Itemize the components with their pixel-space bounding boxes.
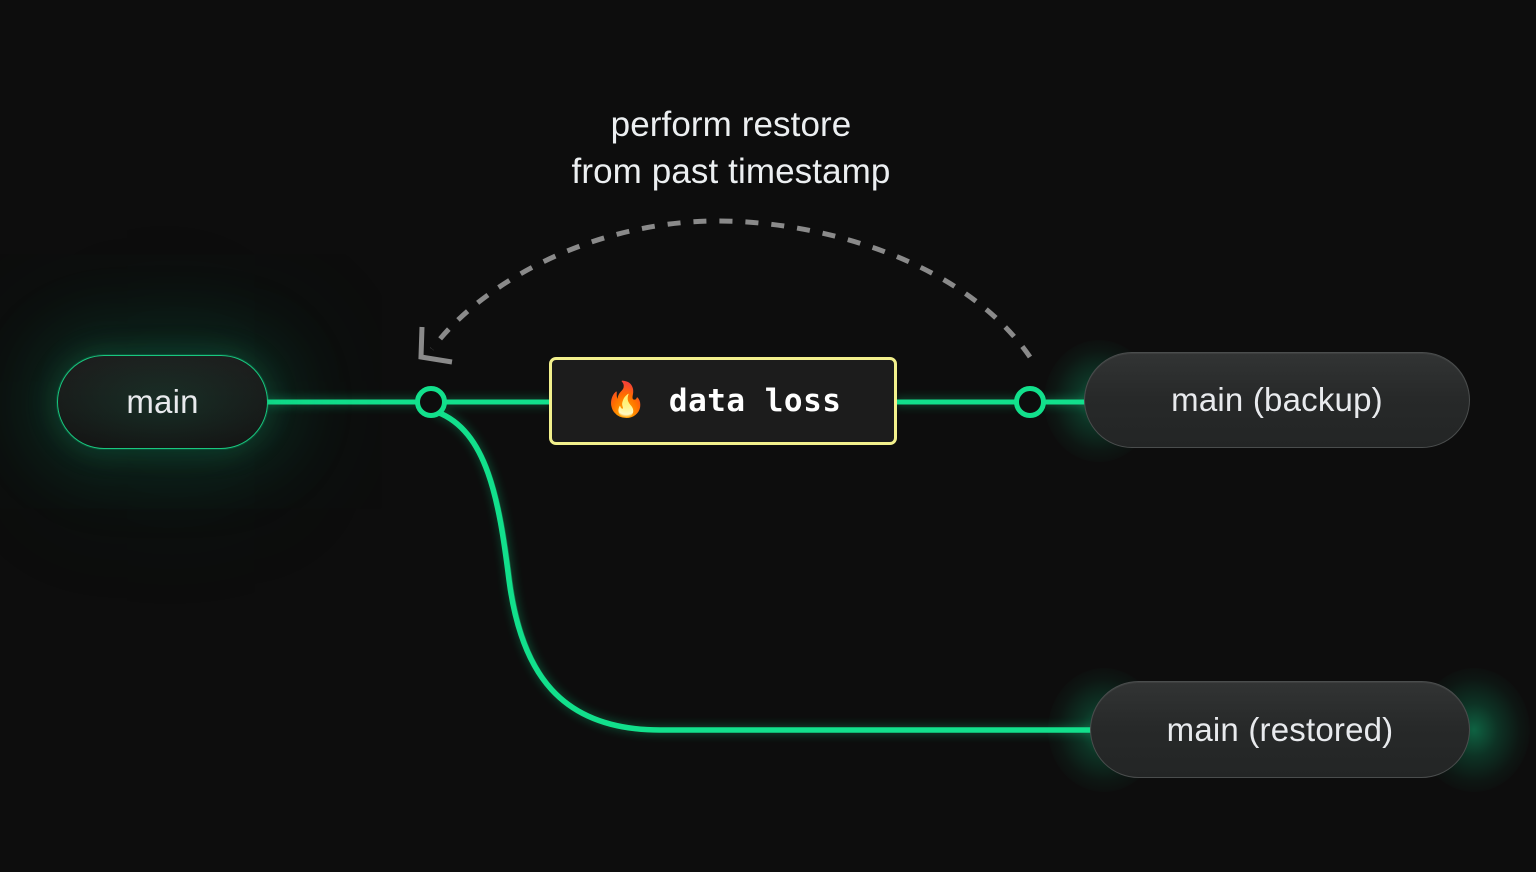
node-data-loss-label: data loss	[668, 383, 842, 419]
node-main[interactable]: main	[0, 284, 334, 522]
restore-arrow-arc	[430, 218, 1033, 359]
edge-junction-to-restored	[434, 409, 1099, 733]
node-data-loss[interactable]: 🔥 data loss	[549, 357, 897, 445]
branch-junction-node[interactable]	[415, 386, 447, 418]
node-main-backup[interactable]: main (backup)	[1084, 352, 1470, 448]
node-main-backup-label: main (backup)	[1171, 381, 1383, 418]
restore-annotation-label: perform restore from past timestamp	[571, 105, 891, 191]
node-main-label: main	[126, 383, 199, 420]
node-main-restored[interactable]: main (restored)	[1090, 681, 1470, 778]
fire-emoji: 🔥	[604, 381, 647, 419]
node-main-restored-label: main (restored)	[1166, 710, 1394, 748]
restore-arrow-head	[418, 326, 453, 365]
backup-endpoint-node[interactable]	[1014, 386, 1046, 418]
